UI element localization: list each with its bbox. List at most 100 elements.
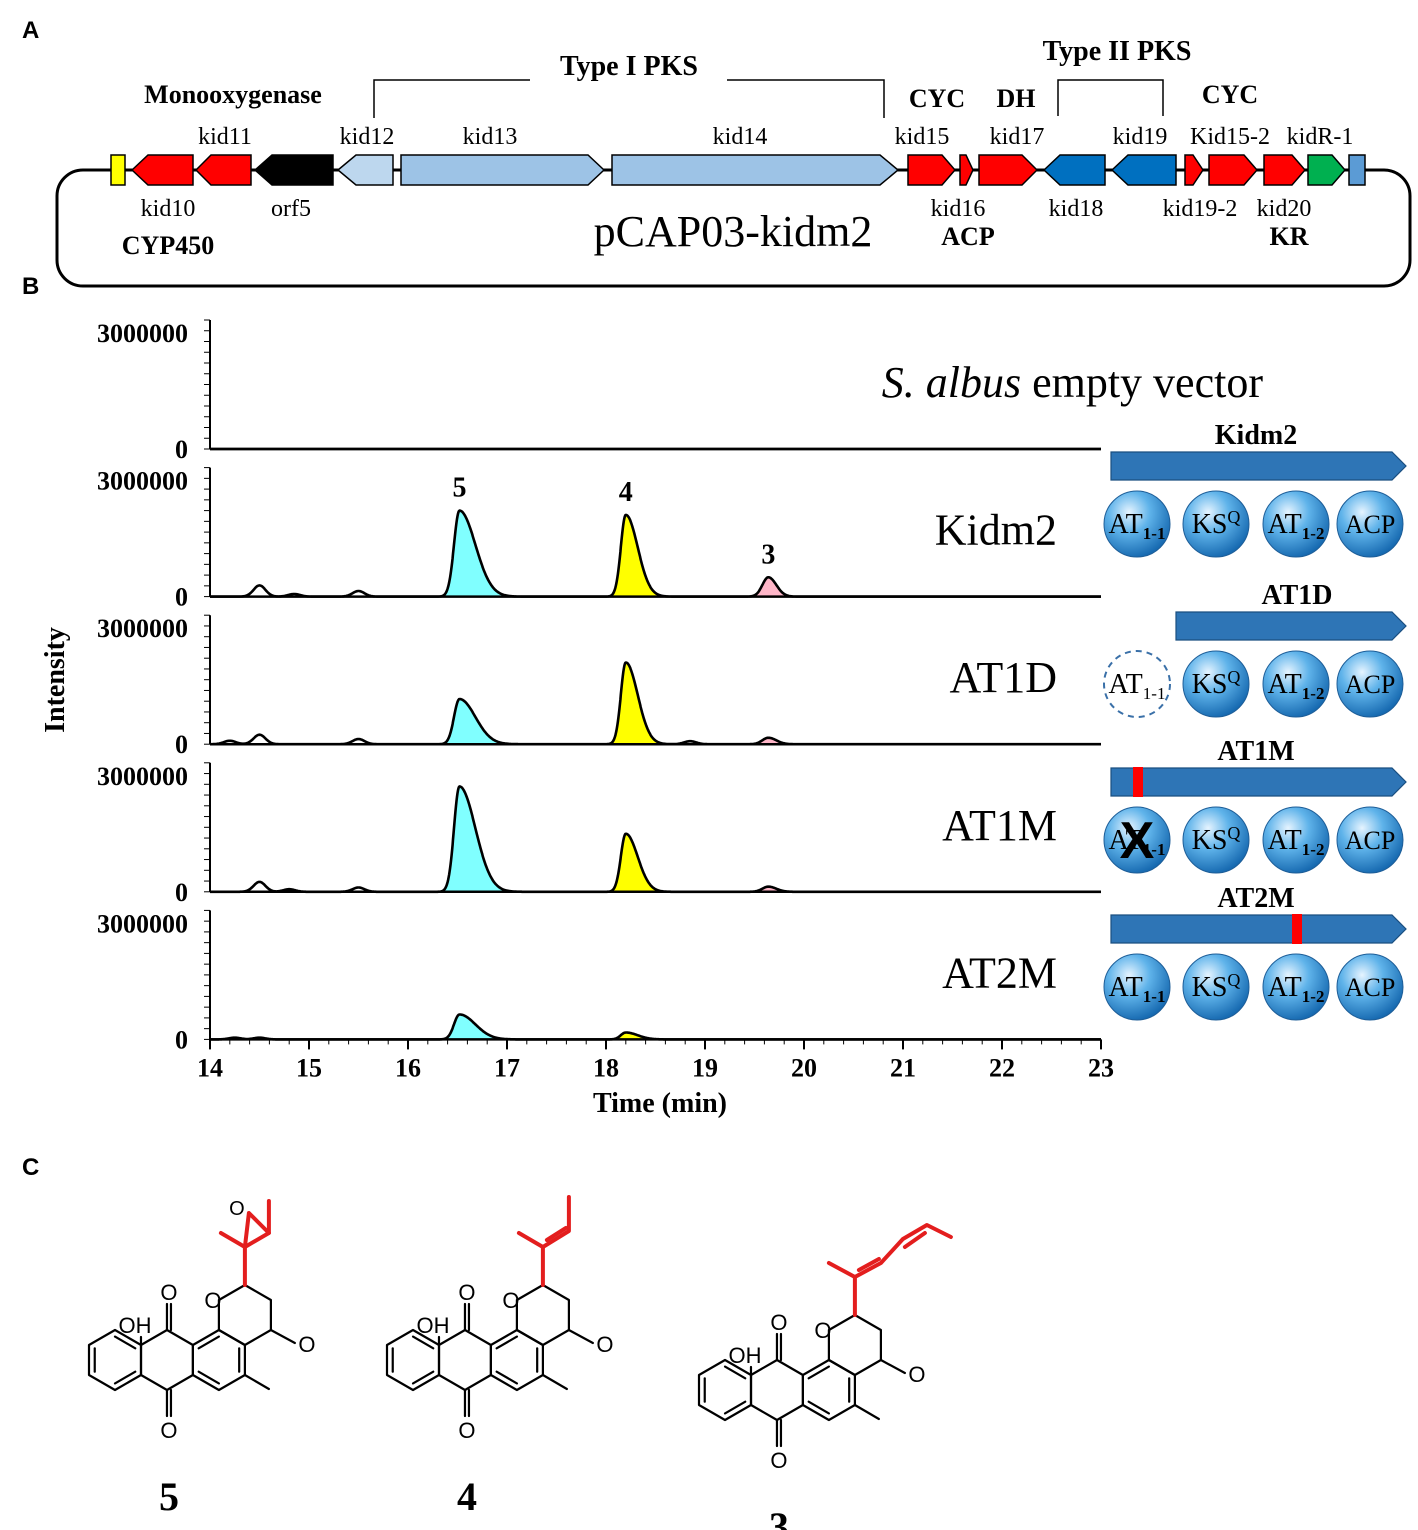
side-chain-methyl xyxy=(516,1231,545,1249)
x-tick-label: 20 xyxy=(791,1053,817,1082)
atom-o: O xyxy=(770,1310,787,1335)
double-bond xyxy=(113,1370,137,1385)
atom-o: O xyxy=(160,1418,177,1443)
peak-compound-5 xyxy=(442,786,511,892)
ketone xyxy=(567,1328,594,1345)
x-tick-label: 22 xyxy=(989,1053,1015,1082)
peak-compound-4 xyxy=(610,514,664,597)
construct-title: AT1D xyxy=(1261,580,1332,611)
mutation-mark xyxy=(1133,767,1143,797)
function-label-cyp450: CYP450 xyxy=(122,231,214,260)
knockout-x-mark: X xyxy=(1120,812,1155,870)
domain-sphere xyxy=(1336,953,1404,1021)
double-bond xyxy=(723,1400,747,1415)
gene-arrow-kid11 xyxy=(194,154,252,186)
double-bond xyxy=(197,1335,221,1350)
gene-label-kid17: kid17 xyxy=(990,124,1045,150)
domain-sphere xyxy=(1103,953,1171,1021)
gene-label-kid16: kid16 xyxy=(931,196,986,222)
atom-o: O xyxy=(160,1280,177,1305)
peak-compound-5 xyxy=(442,510,511,597)
gene-label-orf5: orf5 xyxy=(271,196,311,222)
methyl xyxy=(853,1403,881,1421)
gene-arrow-kid16 xyxy=(959,154,974,186)
compound-number: 5 xyxy=(159,1474,179,1519)
gene-label-kid15-2: Kid15-2 xyxy=(1190,124,1270,150)
ring xyxy=(385,1328,441,1392)
ring xyxy=(697,1358,753,1422)
function-label-kr: KR xyxy=(1270,222,1309,251)
atom-oh: OH xyxy=(416,1313,449,1338)
double-bond xyxy=(495,1370,519,1385)
trace-name: AT1M xyxy=(942,801,1057,850)
domain-sphere xyxy=(1336,490,1404,558)
atom-o: O xyxy=(596,1332,613,1357)
bracket-type2-pks xyxy=(1057,79,1164,116)
x-tick-label: 18 xyxy=(593,1053,619,1082)
x-tick-label: 15 xyxy=(296,1053,322,1082)
ring xyxy=(515,1283,570,1347)
domain-label: ACP xyxy=(1345,670,1396,699)
gene-arrow-kid15-2 xyxy=(1208,154,1258,186)
atom-o: O xyxy=(458,1280,475,1305)
y-tick-label-0: 0 xyxy=(175,730,188,759)
x-tick-label: 23 xyxy=(1088,1053,1114,1082)
domain-sphere xyxy=(1182,650,1250,718)
methyl xyxy=(541,1373,569,1391)
y-tick-label-0: 0 xyxy=(175,878,188,907)
domain-label: AT1-2 xyxy=(1268,669,1325,703)
construct-bar xyxy=(1175,611,1407,641)
domain-label: AT1-1 xyxy=(1109,509,1166,543)
gene-arrow-kid12 xyxy=(336,154,394,186)
side-chain-methyl xyxy=(826,1261,857,1279)
gene-arrow-kid17 xyxy=(978,154,1039,186)
double-bond xyxy=(197,1370,221,1385)
gene-label-kid15: kid15 xyxy=(895,124,950,150)
domain-label: AT1-1 xyxy=(1109,972,1166,1006)
construct-bar xyxy=(1110,451,1407,481)
gene-arrow-kid18 xyxy=(1042,154,1106,186)
gene-label-kid19: kid19 xyxy=(1113,124,1168,150)
domain-label: ACP xyxy=(1345,510,1396,539)
domain-label: AT1-2 xyxy=(1268,972,1325,1006)
gene-arrow-blue-end xyxy=(1348,154,1366,186)
ring xyxy=(191,1328,246,1392)
double-bond xyxy=(113,1335,137,1350)
y-axis-label: Intensity xyxy=(40,627,71,733)
compound-number: 3 xyxy=(769,1504,789,1530)
ketone xyxy=(879,1358,906,1375)
gene-arrow-kid13 xyxy=(400,154,606,186)
function-label-cyc-2: CYC xyxy=(1202,80,1258,109)
domain-label: AT1-2 xyxy=(1268,509,1325,543)
y-tick-label-0: 0 xyxy=(175,435,188,464)
domain-sphere xyxy=(1182,490,1250,558)
function-label-dh: DH xyxy=(997,84,1036,113)
ring xyxy=(827,1313,882,1377)
atom-oh: OH xyxy=(728,1343,761,1368)
gene-label-kid14: kid14 xyxy=(713,124,768,150)
gene-arrow-kidR-1 xyxy=(1307,154,1346,186)
double-bond xyxy=(856,1257,881,1272)
domain-label: ACP xyxy=(1345,826,1396,855)
gene-label-kid20: kid20 xyxy=(1257,196,1312,222)
peak-compound-4 xyxy=(610,662,664,745)
trace-name: S. albus empty vector xyxy=(882,358,1264,407)
gene-label-kid12: kid12 xyxy=(340,124,395,150)
gene-arrow-yellow-end xyxy=(110,154,126,186)
function-label-monooxygenase: Monooxygenase xyxy=(144,80,322,109)
function-label-cyc-1: CYC xyxy=(909,84,965,113)
panel-label-b: B xyxy=(22,273,39,300)
double-bond xyxy=(544,1226,568,1242)
domain-sphere xyxy=(1182,806,1250,874)
x-tick-label: 14 xyxy=(197,1053,223,1082)
ketone xyxy=(269,1328,296,1345)
gene-label-kid18: kid18 xyxy=(1049,196,1104,222)
domain-label: KSQ xyxy=(1192,823,1241,856)
